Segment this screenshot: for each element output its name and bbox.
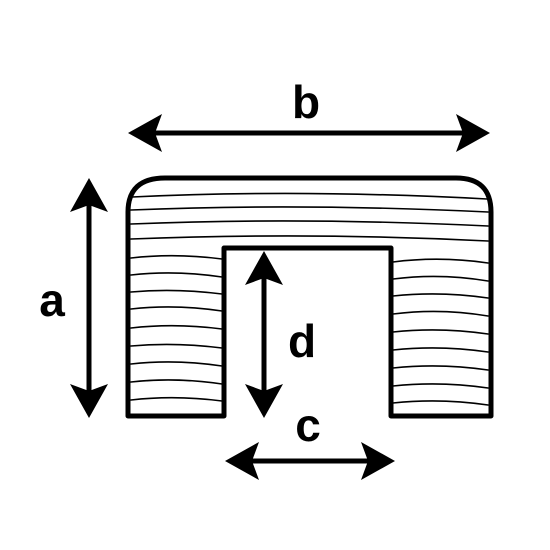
grain-line: [392, 383, 489, 389]
grain-line: [392, 310, 489, 317]
grain-line: [130, 206, 489, 213]
grain-line: [392, 258, 489, 264]
dimension-b-arrow: [128, 114, 490, 152]
grain-line: [130, 361, 223, 367]
label-b: b: [292, 76, 320, 128]
grain-line: [131, 192, 488, 200]
grain-line: [130, 220, 489, 227]
arrowhead-up: [245, 251, 283, 285]
grain-line: [130, 324, 223, 330]
grain-line: [392, 365, 489, 371]
arrowhead-up: [70, 178, 108, 212]
arrowhead-down: [245, 384, 283, 418]
arrowhead-right: [361, 442, 395, 480]
grain-line: [130, 272, 223, 278]
grain-line: [130, 254, 223, 260]
label-a: a: [39, 274, 65, 326]
grain-line: [392, 400, 489, 406]
dimension-c-arrow: [225, 442, 395, 480]
grain-line: [392, 329, 489, 335]
grain-line: [392, 293, 489, 299]
arrowhead-down: [70, 384, 108, 418]
label-d: d: [288, 315, 316, 367]
grain-line: [392, 275, 489, 282]
arrowhead-left: [225, 442, 259, 480]
arrowhead-left: [128, 114, 162, 152]
grain-line: [392, 347, 489, 353]
arrowhead-right: [456, 114, 490, 152]
grain-line: [130, 343, 223, 349]
grain-line: [130, 379, 223, 385]
wood-grain: [130, 192, 489, 406]
grain-line: [130, 396, 223, 402]
dimension-d-arrow: [245, 251, 283, 418]
grain-line: [130, 235, 489, 242]
label-c: c: [295, 399, 321, 451]
grain-line: [130, 306, 223, 312]
grain-line: [130, 289, 223, 295]
dimension-a-arrow: [70, 178, 108, 418]
